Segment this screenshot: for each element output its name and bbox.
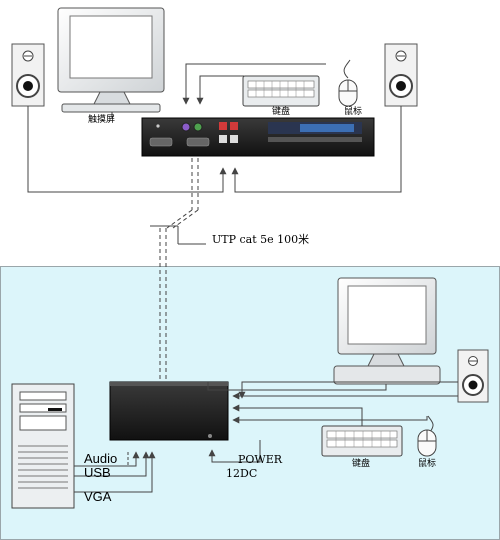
vga-label: VGA [84, 489, 112, 504]
cable-label: UTP cat 5e 100米 [212, 233, 310, 246]
keyboard-label-top: 键盘 [272, 107, 291, 117]
top-left-speaker-icon [11, 43, 45, 107]
power-spec-label: 12DC [226, 467, 258, 480]
top-wiring [27, 63, 402, 193]
touchscreen-label: 触摸屏 [88, 115, 116, 125]
top-keyboard-icon [242, 75, 320, 107]
bottom-keyboard-icon [321, 425, 403, 457]
bottom-monitor-icon [333, 277, 441, 385]
audio-label: Audio [84, 451, 118, 466]
power-label: POWER [238, 453, 283, 466]
top-monitor-icon [57, 7, 165, 113]
bottom-mouse-icon [417, 415, 437, 457]
audio-dashed-line [74, 452, 129, 467]
mouse-label-bottom: 鼠标 [418, 459, 437, 469]
bottom-wiring [74, 381, 458, 493]
bottom-speaker-icon [457, 349, 489, 403]
utp-cable-top [159, 158, 199, 382]
transmitter-unit [141, 117, 375, 157]
keyboard-label-bottom: 键盘 [352, 459, 371, 469]
cable-break-mark [150, 225, 206, 245]
kvm-extender-icon [109, 381, 229, 441]
usb-label: USB [84, 465, 111, 480]
top-mouse-icon [338, 59, 358, 107]
top-right-speaker-icon [384, 43, 418, 107]
mouse-label-top: 鼠标 [344, 107, 363, 117]
pc-tower-icon [11, 383, 75, 509]
